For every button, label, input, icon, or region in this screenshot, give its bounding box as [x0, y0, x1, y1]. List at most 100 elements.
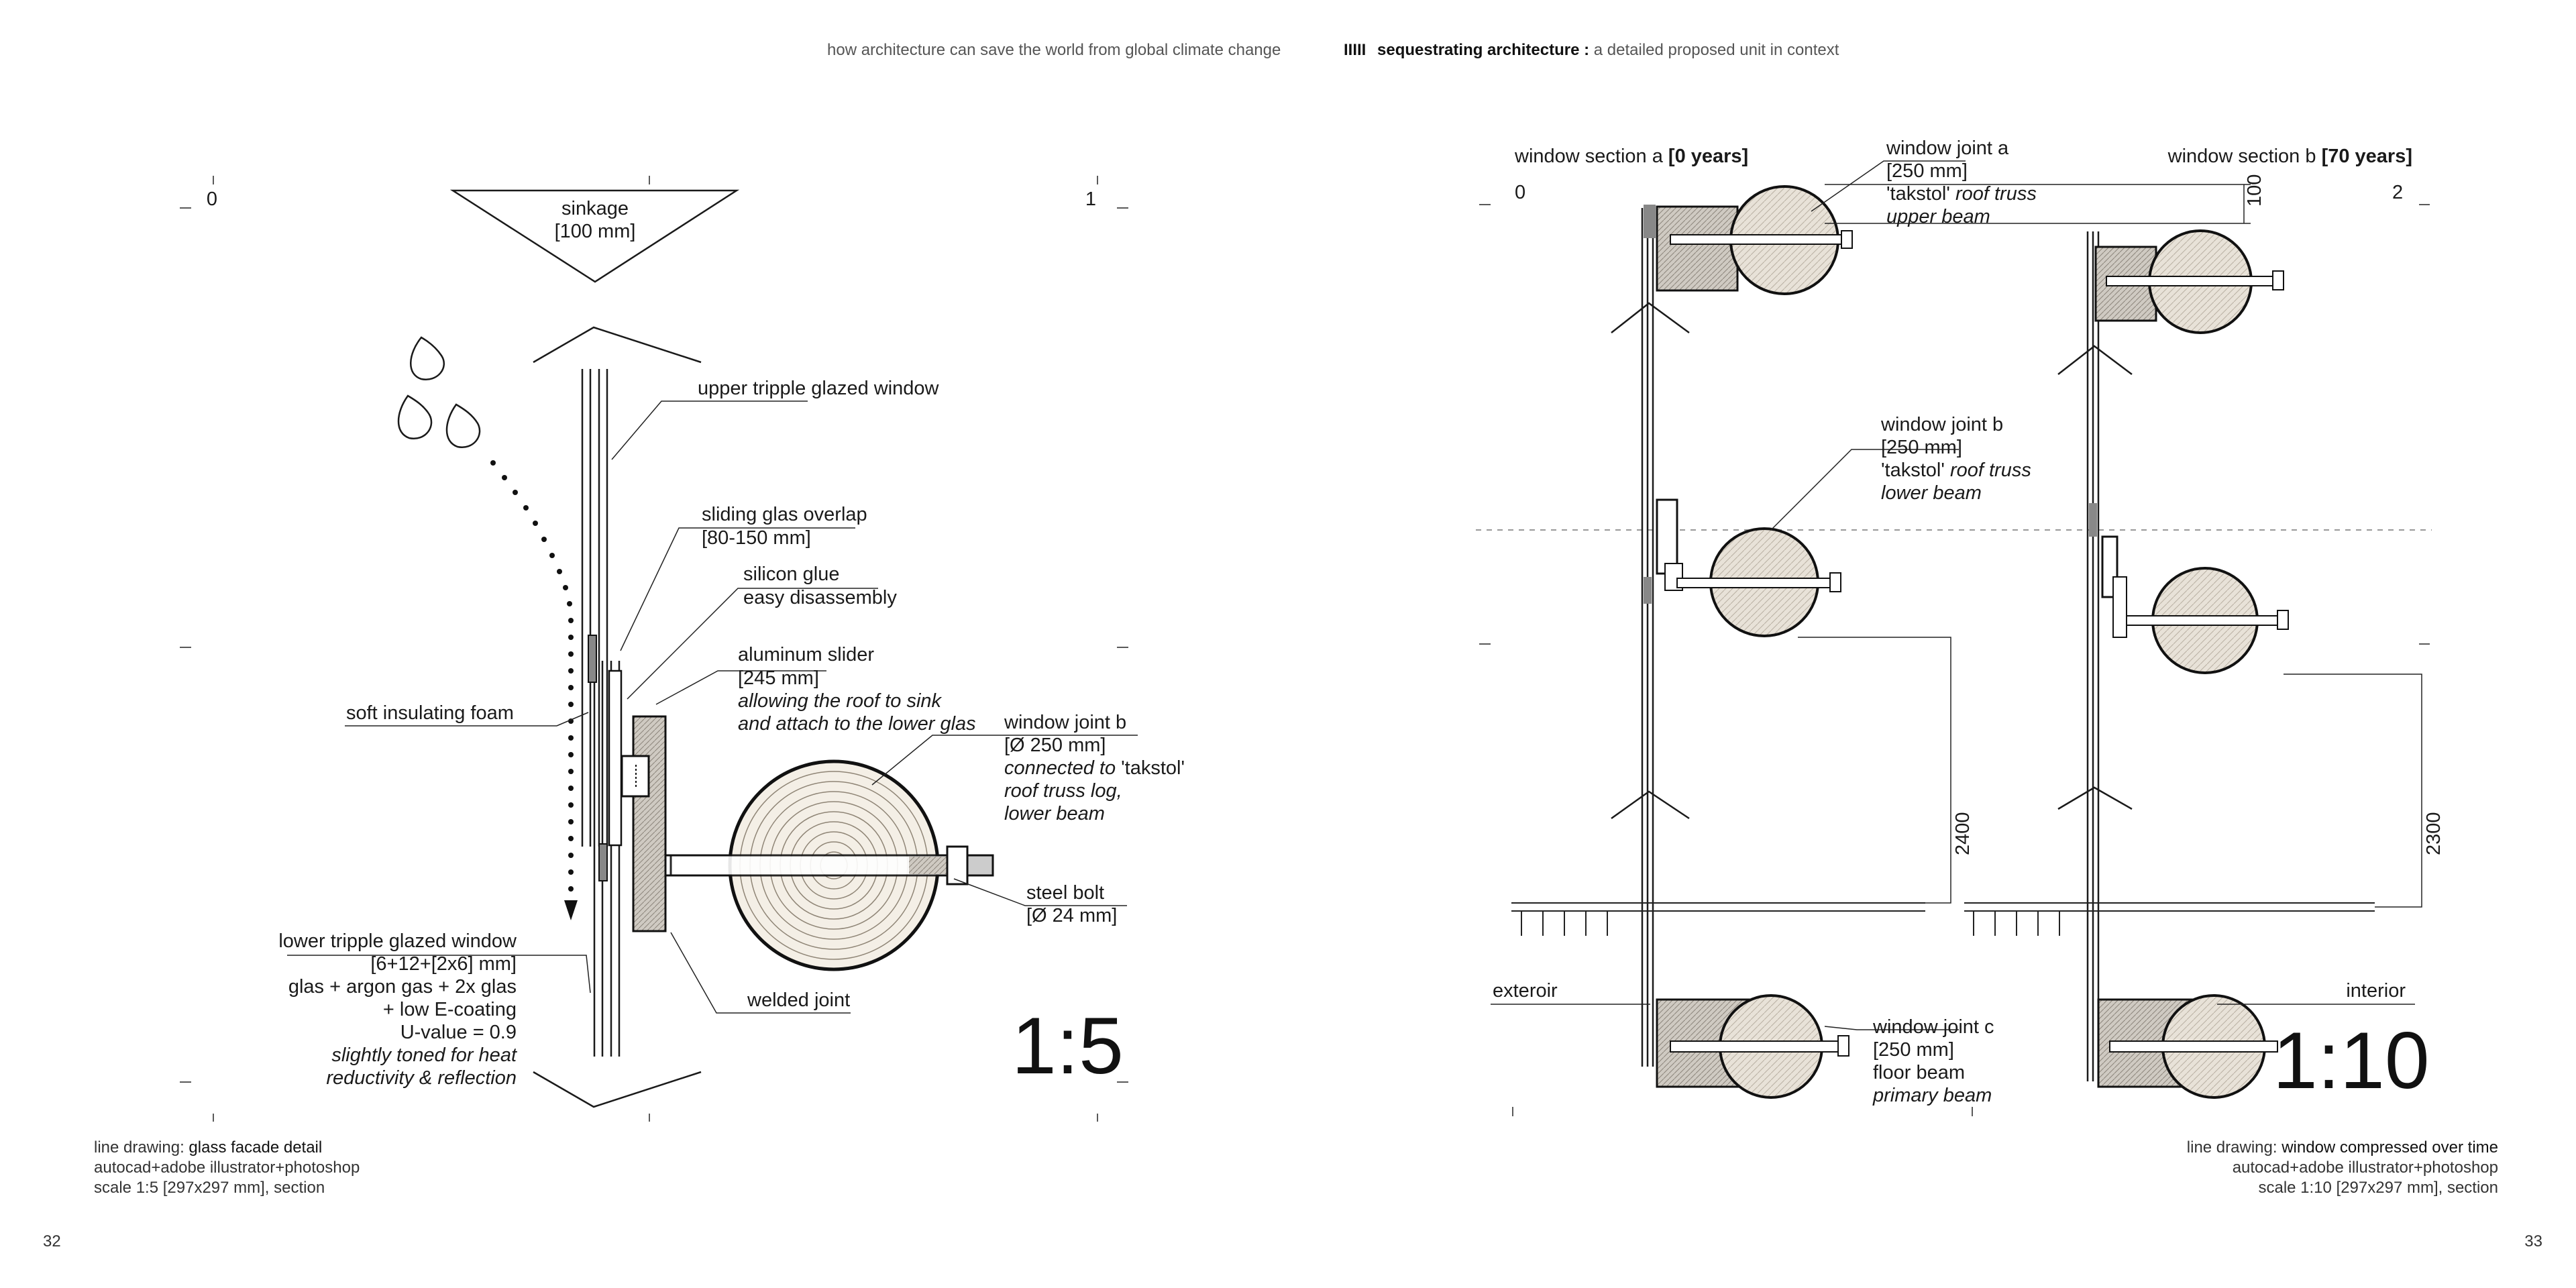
joint-b-note-3: lower beam	[1004, 803, 1105, 824]
bolt-thread	[909, 857, 949, 874]
chapter-mark: IIIII	[1344, 41, 1366, 59]
interior-label: interior	[2346, 980, 2406, 1002]
lower-window-note-2: reductivity & reflection	[326, 1067, 517, 1089]
section-a-years: [0 years]	[1668, 146, 1748, 167]
bolt-nut	[946, 845, 969, 885]
floor-slab-b	[1964, 902, 2375, 936]
slider-label: aluminum slider	[738, 644, 874, 665]
exterior-label: exteroir	[1493, 980, 1558, 1002]
joint-b-right-value: [250 mm]	[1881, 437, 1962, 458]
section-a-title: window section a [0 years]	[1514, 146, 1748, 167]
right-frame-ticks	[1479, 204, 2430, 1116]
slider-note-1: allowing the roof to sink	[738, 690, 943, 712]
left-scale-big: 1:5	[1012, 1001, 1124, 1091]
dim-2300: 2300	[2423, 812, 2445, 855]
glue-note: easy disassembly	[743, 587, 897, 608]
section-b-years: [70 years]	[2322, 146, 2412, 167]
lower-window-build: glas + argon gas + 2x glas	[288, 976, 517, 998]
section-a-window	[1611, 205, 1690, 1067]
upper-window-label: upper tripple glazed window	[698, 378, 940, 399]
joint-b-label: window joint b	[1004, 712, 1126, 733]
right-dimension-lines	[1798, 184, 2422, 908]
left-scale-tick-0: 0	[207, 189, 217, 210]
right-caption-title: window compressed over time	[2281, 1138, 2498, 1157]
slider-value: [245 mm]	[738, 667, 819, 689]
right-caption-line-1: line drawing: window compressed over tim…	[2187, 1138, 2498, 1157]
lower-window-label: lower tripple glazed window	[278, 930, 517, 952]
joint-b-value: [Ø 250 mm]	[1004, 735, 1106, 756]
dim-2400: 2400	[1952, 812, 1974, 855]
joint-b-note-2: roof truss log,	[1004, 780, 1122, 802]
sinkage-value: [100 mm]	[555, 221, 636, 242]
joint-a-beam-b	[2094, 229, 2284, 334]
right-scale-big: 1:10	[2273, 1016, 2430, 1106]
joint-b-right-note: 'takstol' roof truss	[1881, 460, 2031, 481]
bolt-end	[966, 854, 994, 877]
rain-drop-icon	[397, 336, 481, 448]
right-section-drawing: window section a [0 years] window sectio…	[1476, 138, 2445, 1116]
left-caption-line-3: scale 1:5 [297x297 mm], section	[94, 1179, 325, 1197]
steel-bolt-shaft	[669, 854, 954, 877]
joint-b-right-note-2: lower beam	[1881, 482, 1982, 504]
section-header: IIIII sequestrating architecture : a det…	[1344, 41, 1839, 59]
section-header-rest: a detailed proposed unit in context	[1594, 41, 1839, 59]
joint-c-beam-b	[2097, 994, 2278, 1099]
left-caption-line-2: autocad+adobe illustrator+photoshop	[94, 1159, 360, 1177]
section-header-bold: sequestrating architecture :	[1377, 41, 1589, 59]
water-flow-path	[490, 460, 578, 920]
overlap-value: [80-150 mm]	[702, 527, 811, 549]
joint-c-value: [250 mm]	[1873, 1039, 1954, 1061]
sinkage-triangle	[449, 189, 740, 283]
left-detail-drawing: 0 1 sinkage [100 mm]	[180, 176, 1185, 1122]
dim-100: 100	[2244, 174, 2265, 207]
joint-b-right-label: window joint b	[1880, 414, 2003, 435]
silicon-glue-bead	[598, 843, 608, 881]
bolt-value: [Ø 24 mm]	[1026, 905, 1117, 926]
joint-a-note-b: roof truss	[1955, 183, 2037, 205]
glue-label: silicon glue	[743, 564, 839, 585]
aluminum-slider	[632, 715, 667, 932]
section-b-window	[2057, 231, 2133, 1081]
joint-c-beam-a	[1656, 994, 1849, 1099]
lower-window-note-1: slightly toned for heat	[331, 1044, 518, 1066]
joint-a-label: window joint a	[1886, 138, 2009, 159]
right-scale-tick-2: 2	[2392, 182, 2403, 203]
right-caption-line-2: autocad+adobe illustrator+photoshop	[2233, 1159, 2498, 1177]
joint-c-note: floor beam	[1873, 1062, 1965, 1083]
left-leaders	[287, 400, 1138, 1014]
section-b-title: window section b [70 years]	[2167, 146, 2412, 167]
lower-window-uvalue: U-value = 0.9	[400, 1022, 517, 1043]
glas-overlap-zone	[608, 669, 623, 847]
sinkage-label: sinkage	[561, 198, 629, 219]
welded-joint-label: welded joint	[747, 989, 850, 1011]
page-number-left: 32	[43, 1232, 61, 1250]
joint-b-beam-b	[2101, 535, 2289, 674]
left-caption-line-1: line drawing: glass facade detail	[94, 1138, 322, 1157]
right-caption-prefix: line drawing:	[2187, 1138, 2282, 1157]
joint-b-note-a: connected to	[1004, 757, 1121, 779]
slider-note-2: and attach to the lower glas	[738, 713, 976, 735]
joint-b-right-note-a: 'takstol'	[1881, 460, 1950, 481]
left-caption-prefix: line drawing:	[94, 1138, 189, 1157]
right-caption-line-3: scale 1:10 [297x297 mm], section	[2258, 1179, 2498, 1197]
joint-a-note-a: 'takstol'	[1886, 183, 1955, 205]
left-frame-ticks	[180, 176, 1128, 1122]
joint-a-beam	[1656, 185, 1853, 295]
joint-b-beam-a	[1656, 498, 1841, 637]
break-line-bottom	[533, 1071, 702, 1108]
break-line-top	[533, 326, 702, 364]
joint-a-note: 'takstol' roof truss	[1886, 183, 2037, 205]
book-title: how architecture can save the world from…	[827, 41, 1281, 59]
lower-window-spec: [6+12+[2x6] mm]	[370, 953, 517, 975]
right-leaders	[1491, 160, 2415, 1030]
lower-window-coating: + low E-coating	[383, 999, 517, 1020]
bolt-label: steel bolt	[1026, 882, 1104, 904]
foam-label: soft insulating foam	[346, 702, 514, 724]
joint-c-note-2: primary beam	[1872, 1085, 1992, 1106]
lower-window-label-block: lower tripple glazed window [6+12+[2x6] …	[278, 930, 518, 1089]
floor-slab-a	[1511, 902, 1925, 936]
section-a-prefix: window section a	[1514, 146, 1668, 167]
section-b-prefix: window section b	[2167, 146, 2322, 167]
soft-insulating-foam	[588, 635, 597, 683]
joint-a-note-2: upper beam	[1886, 206, 1990, 227]
